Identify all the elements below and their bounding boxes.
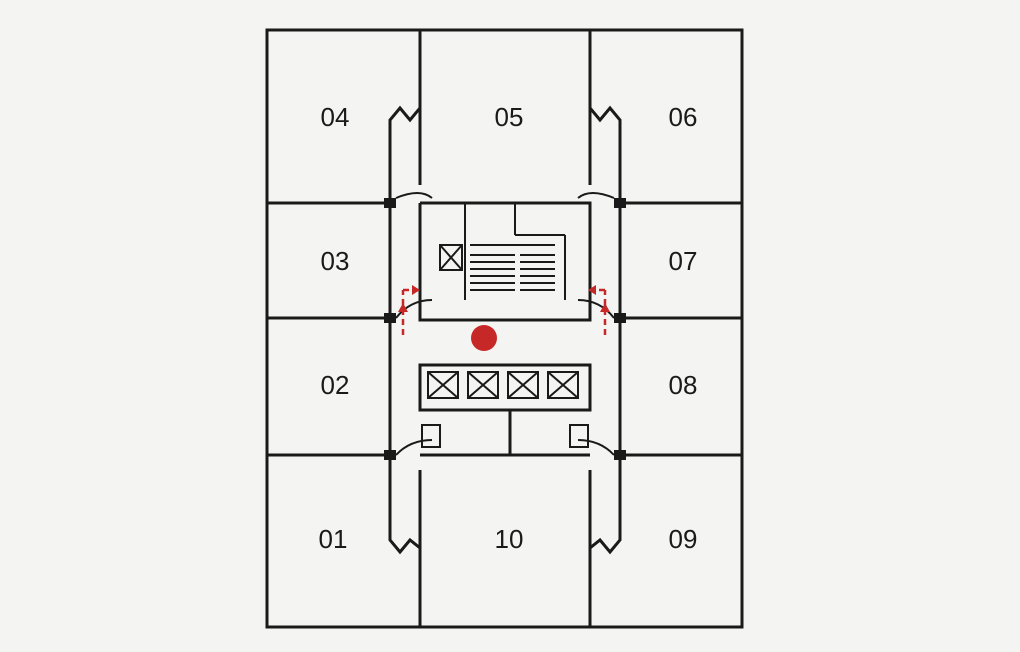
room-09-outline[interactable] bbox=[588, 455, 622, 627]
elevator-4 bbox=[547, 371, 579, 399]
elevator-1 bbox=[427, 371, 459, 399]
service-elevator bbox=[439, 244, 463, 271]
room-label-01: 01 bbox=[319, 524, 348, 554]
utility-box-left bbox=[421, 424, 441, 448]
room-label-02: 02 bbox=[321, 370, 350, 400]
room-label-09: 09 bbox=[669, 524, 698, 554]
elevator-bank bbox=[418, 363, 592, 412]
room-label-05: 05 bbox=[495, 102, 524, 132]
stairwell-block bbox=[464, 203, 566, 300]
room-06-outline[interactable] bbox=[588, 30, 742, 205]
utility-box-right bbox=[569, 424, 589, 448]
room-label-08: 08 bbox=[669, 370, 698, 400]
room-label-04: 04 bbox=[321, 102, 350, 132]
room-label-03: 03 bbox=[321, 246, 350, 276]
core-bottom-wall bbox=[420, 410, 590, 457]
evacuation-route bbox=[401, 288, 607, 335]
elevator-3 bbox=[507, 371, 539, 399]
you-are-here-marker bbox=[471, 325, 497, 351]
elevator-2 bbox=[467, 371, 499, 399]
room-label-07: 07 bbox=[669, 246, 698, 276]
room-label-06: 06 bbox=[669, 102, 698, 132]
corridor-doors bbox=[384, 192, 626, 460]
room-01-outline[interactable] bbox=[388, 455, 422, 627]
building-outline bbox=[265, 28, 744, 629]
route-arrowheads bbox=[398, 285, 610, 312]
core-top-wall bbox=[418, 201, 592, 322]
room-label-10: 10 bbox=[495, 524, 524, 554]
